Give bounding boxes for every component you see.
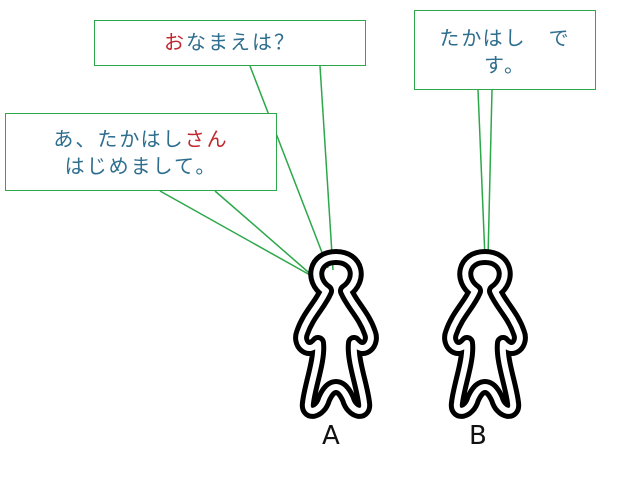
bubble-b-line2: す。 [484,53,526,77]
bubble-a2-line2: はじめまして。 [64,154,218,178]
pointer-b-left [477,89,486,259]
bubble-a2-line1: あ、たかはしさん [6,126,276,153]
pointer-a1-left [249,65,329,269]
pointer-lines [159,65,493,279]
bubble-a1-text: なまえは？ [186,30,296,54]
speech-bubble-a-greeting: あ、たかはしさん はじめまして。 [5,113,277,191]
speech-bubble-b: たかはし で す。 [414,10,596,90]
pointer-b-right [487,89,493,259]
pointer-a1-right [319,65,334,271]
person-a-figure [301,257,371,411]
pointer-a2-right [214,190,316,279]
bubble-a2-line1-text: あ、たかはし [53,127,185,151]
figure-b-label: B [469,421,487,451]
figure-a-label: A [322,421,340,451]
bubble-a2-line1-highlight: さん [184,127,229,151]
speech-bubble-a-question: おなまえは？ [94,20,366,66]
person-b-figure [450,257,520,411]
bubble-b-line1: たかはし で [439,26,571,50]
pointer-a2-left [159,190,311,276]
bubble-a1-highlight: お [164,30,186,54]
